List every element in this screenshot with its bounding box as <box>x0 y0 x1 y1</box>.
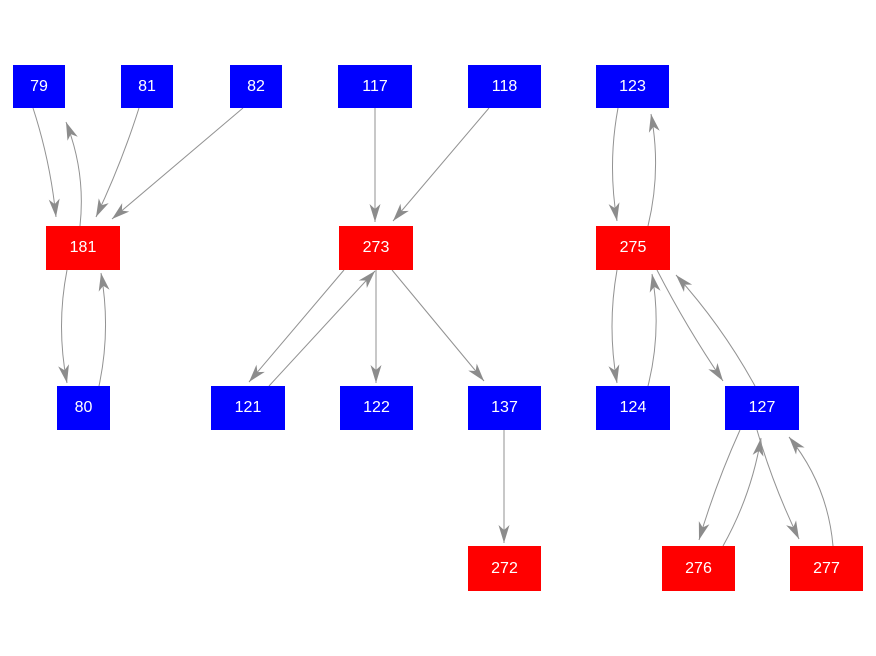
arrowhead-273-121 <box>249 364 265 382</box>
edge-181-80 <box>61 269 68 384</box>
arrowhead-275-127 <box>708 363 723 381</box>
edge-121-273 <box>268 270 376 387</box>
arrowhead-181-79 <box>66 122 78 141</box>
arrowhead-117-273 <box>369 204 381 222</box>
edge-82-181 <box>111 107 244 220</box>
edge-277-127 <box>788 436 834 547</box>
arrowhead-80-181 <box>98 273 110 292</box>
arrowhead-273-122 <box>370 365 382 383</box>
edge-273-121 <box>248 269 345 383</box>
arrowhead-275-123 <box>648 114 660 133</box>
node-121[interactable]: 121 <box>211 386 285 430</box>
node-81[interactable]: 81 <box>121 65 173 108</box>
arrowhead-118-273 <box>393 203 409 221</box>
arrowhead-275-124 <box>608 364 620 383</box>
edge-275-124 <box>611 269 618 384</box>
node-127[interactable]: 127 <box>725 386 799 430</box>
node-124[interactable]: 124 <box>596 386 670 430</box>
node-117[interactable]: 117 <box>338 65 412 108</box>
edge-273-137 <box>391 269 485 382</box>
arrowhead-273-137 <box>468 363 484 381</box>
node-181[interactable]: 181 <box>46 226 120 270</box>
arrowhead-127-276 <box>698 521 710 540</box>
arrowhead-127-275 <box>676 275 693 293</box>
node-277[interactable]: 277 <box>790 546 863 591</box>
edge-123-275 <box>611 107 619 222</box>
arrowhead-181-80 <box>58 364 69 383</box>
arrowhead-137-272 <box>498 525 510 543</box>
arrowhead-121-273 <box>358 271 375 288</box>
arrowhead-124-275 <box>649 274 661 293</box>
edge-79-181 <box>32 107 57 218</box>
edge-127-276 <box>698 429 741 541</box>
arrowhead-123-275 <box>608 202 620 221</box>
edge-81-181 <box>95 107 140 218</box>
node-118[interactable]: 118 <box>468 65 541 108</box>
node-276[interactable]: 276 <box>662 546 735 591</box>
edge-276-127 <box>722 437 762 547</box>
arrowhead-277-127 <box>789 437 805 455</box>
node-122[interactable]: 122 <box>340 386 413 430</box>
arrowhead-81-181 <box>96 198 109 217</box>
node-80[interactable]: 80 <box>57 386 110 430</box>
node-79[interactable]: 79 <box>13 65 65 108</box>
node-275[interactable]: 275 <box>596 226 670 270</box>
node-273[interactable]: 273 <box>339 226 413 270</box>
edge-127-275 <box>675 274 756 387</box>
edge-127-277 <box>756 429 800 540</box>
node-82[interactable]: 82 <box>230 65 282 108</box>
edge-275-127 <box>656 269 724 382</box>
edge-118-273 <box>392 107 490 222</box>
node-272[interactable]: 272 <box>468 546 541 591</box>
node-137[interactable]: 137 <box>468 386 541 430</box>
arrowhead-79-181 <box>48 198 60 217</box>
arrowhead-127-277 <box>786 520 799 539</box>
arrowhead-82-181 <box>112 203 130 219</box>
node-123[interactable]: 123 <box>596 65 669 108</box>
edge-124-275 <box>647 273 657 387</box>
